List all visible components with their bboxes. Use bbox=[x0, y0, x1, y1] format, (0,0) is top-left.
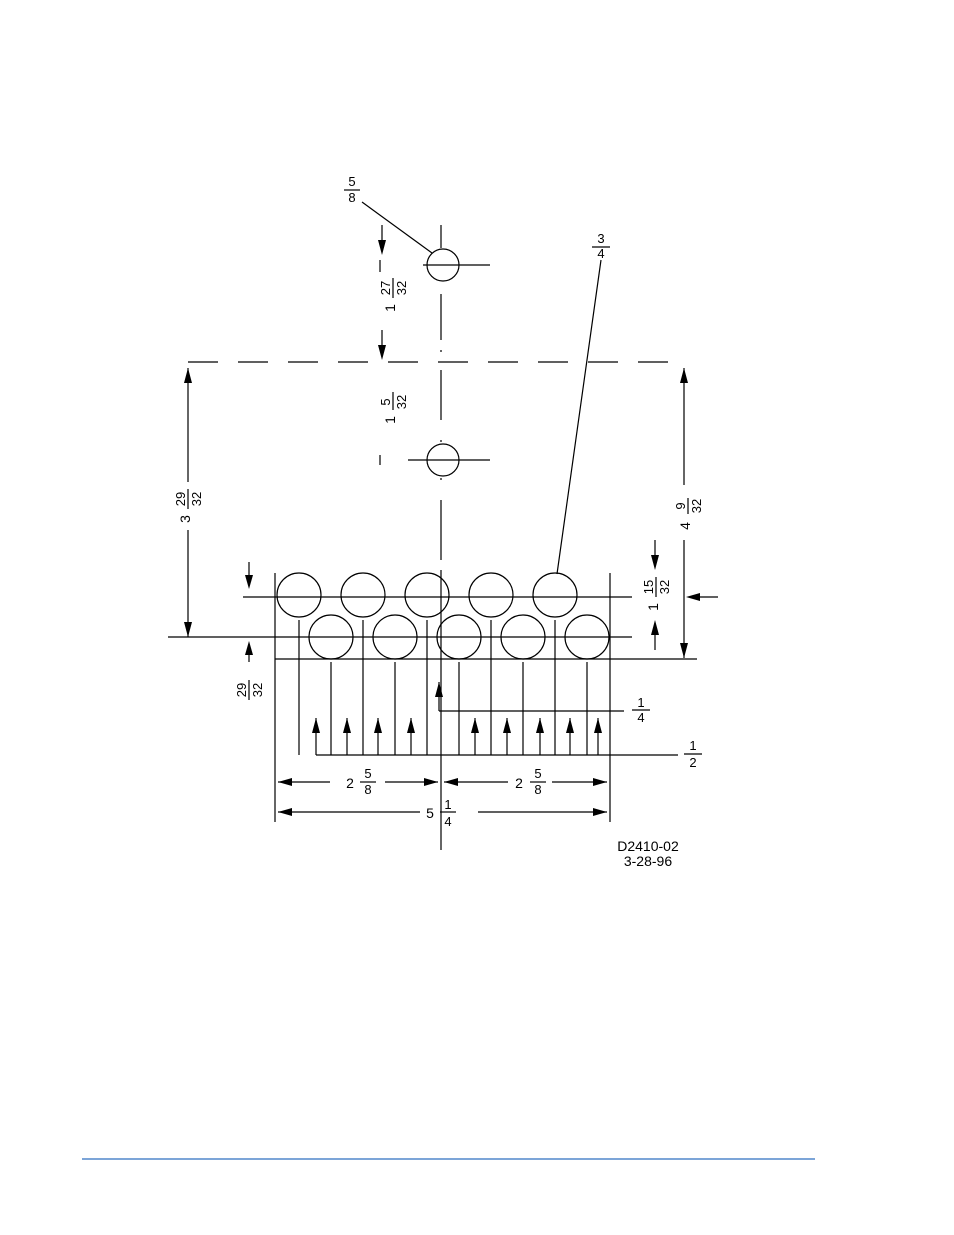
svg-text:4: 4 bbox=[597, 246, 604, 261]
svg-text:2: 2 bbox=[689, 755, 696, 770]
svg-text:4: 4 bbox=[637, 710, 644, 725]
svg-text:8: 8 bbox=[364, 782, 371, 797]
svg-text:1: 1 bbox=[637, 695, 644, 710]
tube bbox=[404, 572, 450, 618]
svg-text:2: 2 bbox=[346, 775, 354, 791]
top-hole bbox=[379, 248, 490, 282]
svg-text:4: 4 bbox=[444, 814, 451, 829]
lower-dimension-arrows bbox=[312, 718, 602, 755]
svg-text:5: 5 bbox=[534, 766, 541, 781]
svg-text:32: 32 bbox=[250, 683, 265, 697]
svg-text:5: 5 bbox=[364, 766, 371, 781]
svg-text:32: 32 bbox=[689, 499, 704, 513]
overall-width-dimension: 5 1 4 bbox=[278, 797, 607, 829]
svg-text:27: 27 bbox=[378, 281, 393, 295]
svg-text:32: 32 bbox=[394, 281, 409, 295]
middle-hole-offset-dimension: 1 5 32 bbox=[378, 392, 409, 465]
svg-text:1: 1 bbox=[382, 416, 398, 424]
left-height-dimension: 3 29 32 bbox=[173, 368, 204, 637]
tube-centerlines bbox=[298, 620, 588, 755]
middle-hole bbox=[408, 443, 490, 477]
svg-text:29: 29 bbox=[173, 492, 188, 506]
tube bbox=[500, 614, 546, 660]
svg-text:1: 1 bbox=[444, 797, 451, 812]
half-width-right-dimension: 2 5 8 bbox=[444, 766, 607, 797]
bottom-offset-dimension: 29 32 bbox=[234, 641, 265, 700]
svg-text:2: 2 bbox=[515, 775, 523, 791]
svg-text:4: 4 bbox=[677, 522, 693, 530]
svg-text:32: 32 bbox=[189, 492, 204, 506]
svg-text:8: 8 bbox=[534, 782, 541, 797]
hole-diameter-label: 5 8 bbox=[344, 174, 433, 254]
svg-text:32: 32 bbox=[657, 580, 672, 594]
svg-text:29: 29 bbox=[234, 683, 249, 697]
svg-text:1: 1 bbox=[382, 304, 398, 312]
svg-text:3: 3 bbox=[177, 515, 193, 523]
top-row-arrow bbox=[245, 562, 253, 589]
top-hole-offset-dimension: 1 27 32 bbox=[378, 225, 409, 360]
tube-row-bottom bbox=[308, 614, 610, 660]
drawing-date: 3-28-96 bbox=[624, 853, 672, 869]
tube bbox=[468, 572, 514, 618]
svg-text:9: 9 bbox=[673, 502, 688, 509]
half-leader: 1 2 bbox=[316, 738, 702, 770]
svg-text:32: 32 bbox=[394, 395, 409, 409]
svg-text:1: 1 bbox=[645, 603, 661, 611]
svg-text:5: 5 bbox=[378, 398, 393, 405]
tube bbox=[436, 614, 482, 660]
right-height-dimension: 4 9 32 bbox=[673, 368, 704, 658]
tube bbox=[340, 572, 386, 618]
svg-text:5: 5 bbox=[426, 805, 434, 821]
svg-text:1: 1 bbox=[689, 738, 696, 753]
quarter-leader: 1 4 bbox=[435, 682, 650, 725]
tube bbox=[276, 572, 322, 618]
svg-text:3: 3 bbox=[597, 231, 604, 246]
half-width-left-dimension: 2 5 8 bbox=[278, 766, 438, 797]
tube bbox=[372, 614, 418, 660]
svg-text:5: 5 bbox=[348, 174, 355, 189]
tube bbox=[564, 614, 610, 660]
tube bbox=[532, 572, 578, 618]
tube-diameter-label: 3 4 bbox=[556, 231, 610, 575]
drawing-number: D2410-02 bbox=[617, 838, 679, 854]
svg-text:8: 8 bbox=[348, 190, 355, 205]
svg-text:15: 15 bbox=[641, 580, 656, 594]
tube bbox=[308, 614, 354, 660]
row-pitch-dimension: 1 15 32 bbox=[641, 540, 718, 650]
tube-row-top bbox=[276, 572, 578, 618]
